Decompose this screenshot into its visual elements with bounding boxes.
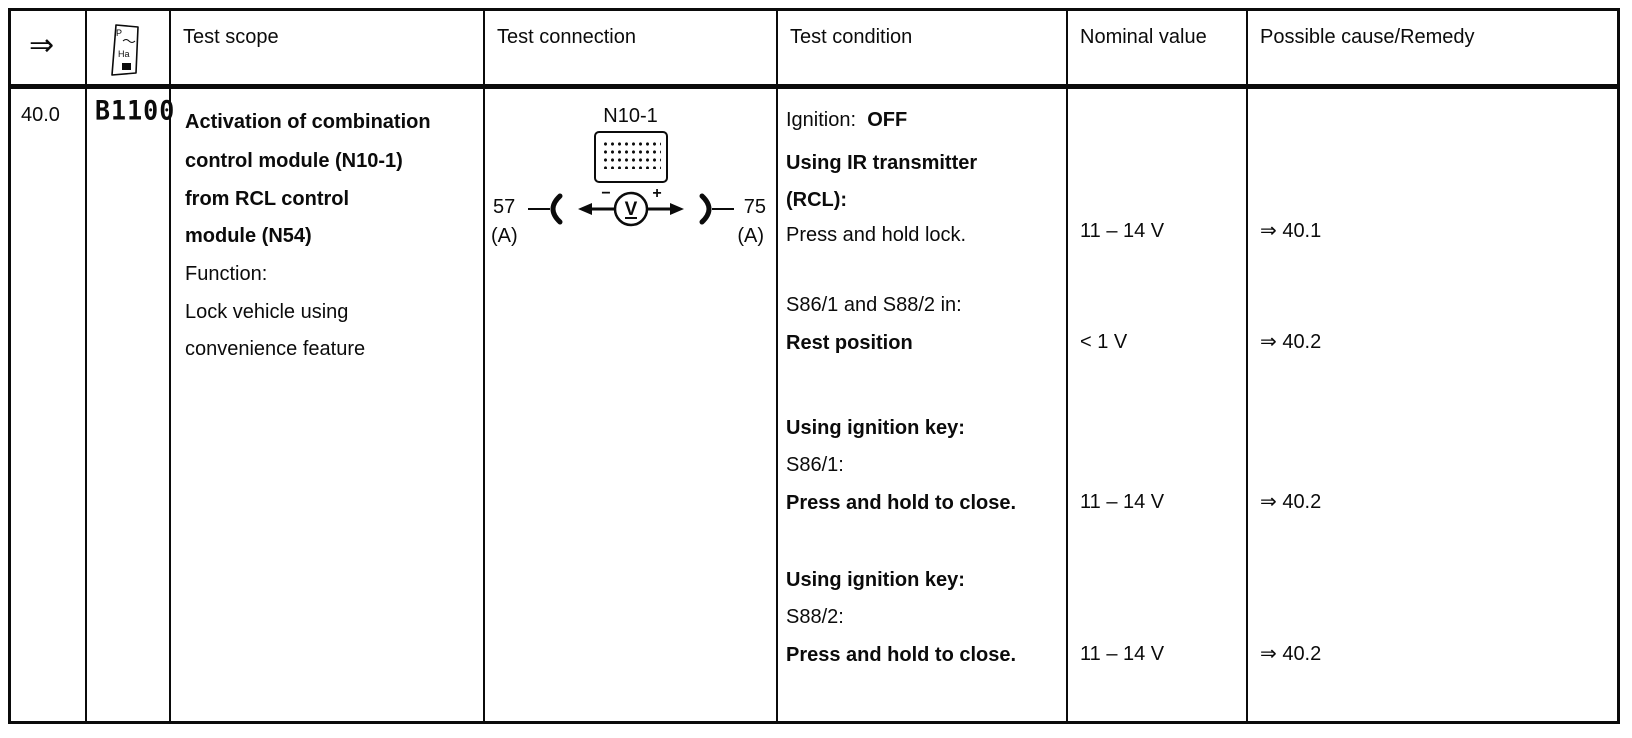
tester-display-code: B1100 [95, 94, 176, 127]
condition-line: S86/1 and S88/2 in: [786, 294, 962, 316]
scope-line: Lock vehicle using [185, 301, 349, 323]
condition-line: Press and hold to close. [786, 492, 1017, 514]
condition-line: Rest position [786, 332, 913, 354]
tester-icon-glyph-ha: Ha [118, 49, 130, 59]
tester-icon-glyph-p: P [116, 28, 122, 38]
condition-line: S86/1: [786, 454, 844, 476]
remedy-reference: ⇒ 40.2 [1260, 331, 1322, 353]
pin-number-left: 57 [493, 196, 516, 218]
scope-line: control module (N10-1) [185, 150, 403, 172]
condition-line: Press and hold lock. [786, 224, 967, 246]
nominal-value: 11 – 14 V [1080, 491, 1165, 513]
connector-ref-right: (A) [737, 225, 764, 247]
nominal-value: 11 – 14 V [1080, 220, 1165, 242]
header-test-condition: Test condition [778, 11, 1068, 89]
header-test-connection: Test connection [485, 11, 778, 89]
test-connection-cell: N10-1 57 75 (A) (A) − + [485, 89, 778, 721]
remedy-reference: ⇒ 40.1 [1260, 220, 1322, 242]
scope-line: Function: [185, 263, 268, 285]
remedy-reference: ⇒ 40.2 [1260, 491, 1322, 513]
diagnostic-table: ⇒ P Ha Test scope Test connection Test c… [8, 8, 1620, 724]
scope-line: module (N54) [185, 225, 312, 247]
module-label: N10-1 [603, 105, 658, 127]
double-arrow-icon: ⇒ [29, 29, 55, 62]
nominal-value-cell: 11 – 14 V < 1 V 11 – 14 V 11 – 14 V [1068, 89, 1248, 721]
condition-line: (RCL): [786, 189, 848, 211]
step-number: 40.0 [21, 104, 60, 126]
connector-ref-left: (A) [491, 225, 518, 247]
voltmeter-diagram: − + V [528, 186, 734, 227]
display-code-cell: B1100 [87, 89, 174, 721]
step-cell: 40.0 [11, 89, 87, 721]
header-tester-column: P Ha [87, 11, 171, 89]
condition-line: Ignition: OFF [786, 109, 908, 131]
test-condition-cell: Ignition: OFF Using IR transmitter (RCL)… [778, 89, 1068, 721]
condition-line: Using ignition key: [786, 417, 965, 439]
condition-line: Using IR transmitter [786, 152, 978, 174]
nominal-value: 11 – 14 V [1080, 643, 1165, 665]
polarity-minus: − [601, 186, 610, 202]
header-possible-cause: Possible cause/Remedy [1248, 11, 1617, 89]
scope-line: from RCL control [185, 188, 350, 210]
header-test-scope: Test scope [171, 11, 485, 89]
voltmeter-letter: V [625, 199, 638, 220]
condition-line: Using ignition key: [786, 569, 965, 591]
condition-line: S88/2: [786, 606, 844, 628]
scope-line: Activation of combination [185, 111, 431, 133]
nominal-value: < 1 V [1080, 331, 1128, 353]
header-step-column: ⇒ [11, 11, 87, 89]
remedy-reference: ⇒ 40.2 [1260, 643, 1322, 665]
polarity-plus: + [652, 186, 661, 202]
remedy-cell: ⇒ 40.1 ⇒ 40.2 ⇒ 40.2 ⇒ 40.2 [1248, 89, 1617, 721]
pin-number-right: 75 [743, 196, 766, 218]
header-nominal-value: Nominal value [1068, 11, 1248, 89]
hand-held-tester-icon: P Ha [111, 24, 139, 76]
scope-line: convenience feature [185, 338, 366, 360]
condition-line: Press and hold to close. [786, 644, 1017, 666]
test-scope-cell: Activation of combination control module… [171, 89, 485, 721]
connector-pins-icon [594, 131, 668, 183]
